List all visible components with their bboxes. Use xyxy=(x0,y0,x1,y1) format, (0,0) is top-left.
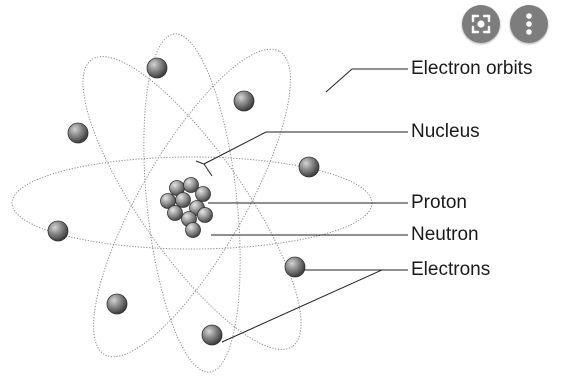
electrons xyxy=(47,57,320,346)
nucleon xyxy=(195,186,211,202)
orbit-tilted-right xyxy=(93,48,291,358)
label-nucleus: Nucleus xyxy=(411,121,480,142)
nucleus xyxy=(160,177,213,238)
nucleon xyxy=(175,192,191,208)
nucleus-bracket xyxy=(195,160,213,177)
nucleon xyxy=(197,207,213,223)
electron xyxy=(201,324,223,346)
label-electrons: Electrons xyxy=(411,259,491,280)
electron xyxy=(298,156,320,178)
screen-capture-button[interactable] xyxy=(462,5,500,43)
leader-electron-orbits xyxy=(325,68,408,93)
electron xyxy=(47,220,69,242)
label-electron-orbits: Electron orbits xyxy=(411,58,533,79)
leader-nucleus xyxy=(203,131,408,165)
nucleon xyxy=(183,177,199,193)
orbit-vertical xyxy=(143,33,241,373)
electron xyxy=(106,293,128,315)
electron xyxy=(233,90,255,112)
nucleon xyxy=(167,205,183,221)
leader-lines xyxy=(195,68,408,343)
screen-capture-icon xyxy=(471,14,491,34)
electron xyxy=(67,122,89,144)
label-proton: Proton xyxy=(411,192,467,213)
more-options-button[interactable] xyxy=(510,5,548,43)
nucleon xyxy=(185,222,201,238)
leader-electrons-b xyxy=(221,269,383,343)
electron xyxy=(284,256,306,278)
more-options-icon xyxy=(526,13,532,35)
label-neutron: Neutron xyxy=(411,224,479,245)
electron xyxy=(146,57,168,79)
